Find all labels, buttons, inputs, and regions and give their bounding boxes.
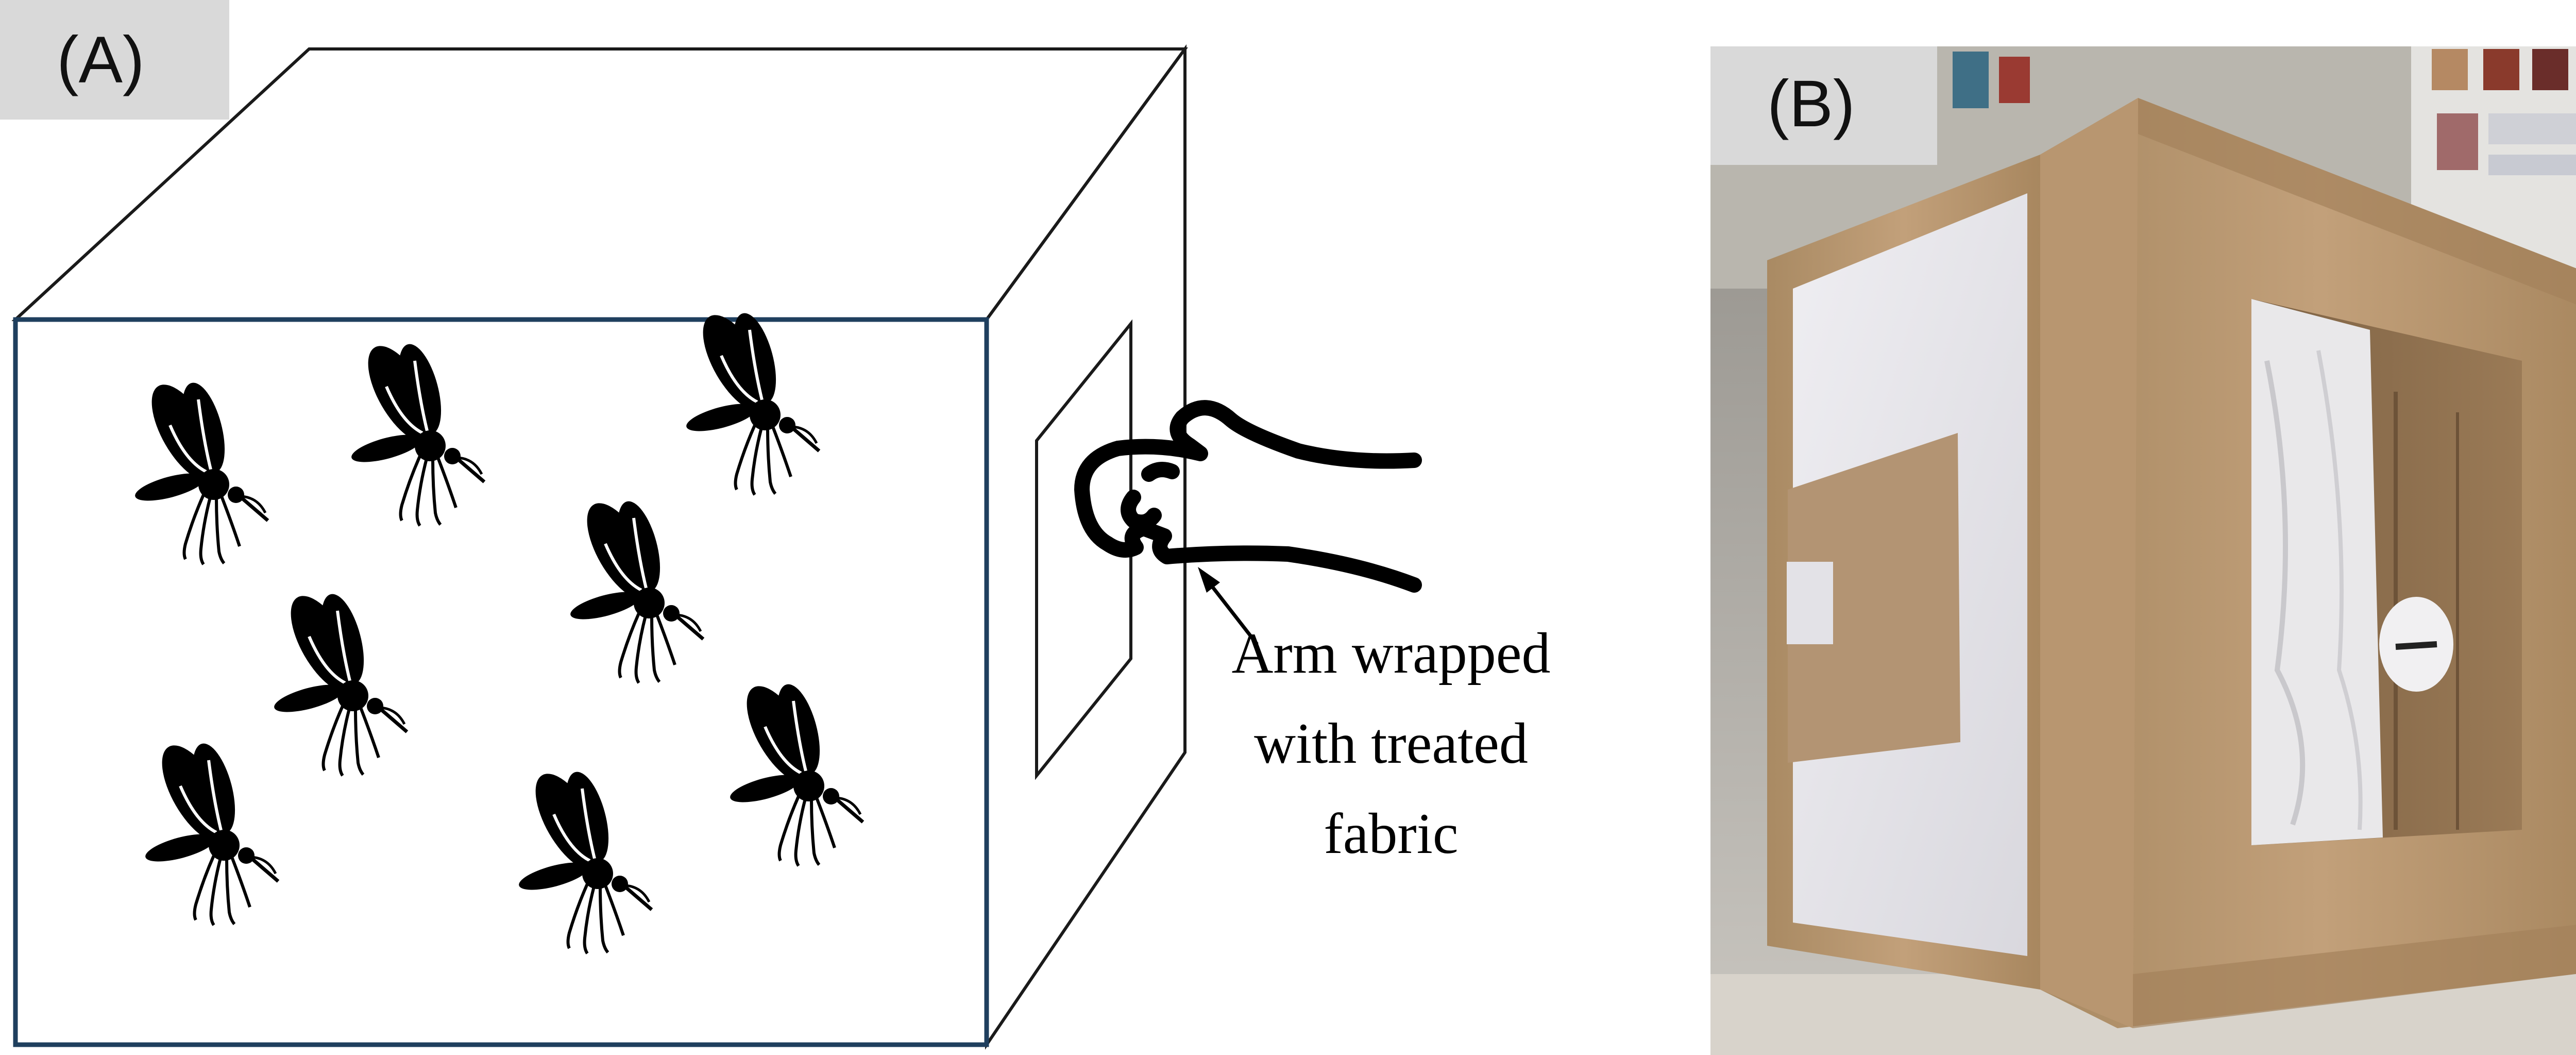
panel-a-label: (A) [57,23,145,97]
arrow-icon [1198,567,1259,646]
panel-b-label: (B) [1767,67,1855,141]
panel-a-label-box [0,0,229,120]
box-left-patch [1788,433,1960,763]
panel-b-label-box [1710,46,1937,165]
cage-arm-opening [1035,319,1132,780]
panel-b: (B) [1710,46,2576,1055]
panel-a: (A) Arm wrapped with treated [0,0,1551,1050]
arm-silhouette-icon [1074,400,1422,593]
arm-caption-line-2: with treated [1254,712,1528,776]
arm-caption-line-1: Arm wrapped [1232,622,1551,685]
arm-caption-line-3: fabric [1324,802,1458,866]
